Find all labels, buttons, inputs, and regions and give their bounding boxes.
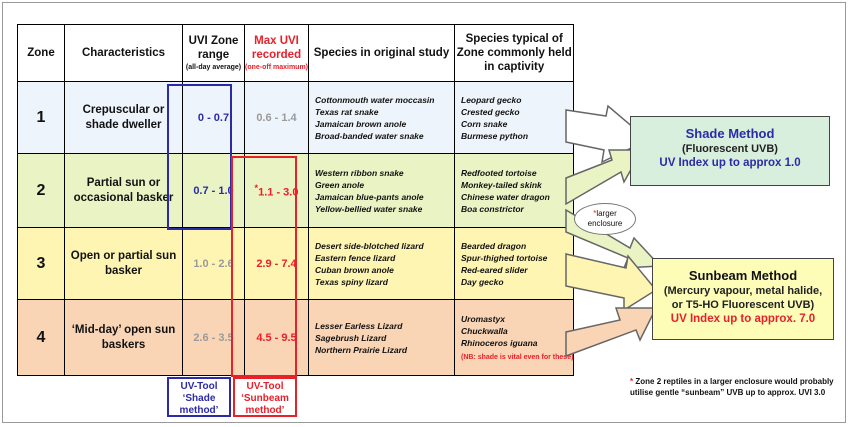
header-max-uvi-label: Max UVI recorded <box>251 35 302 61</box>
zone3-arrow <box>565 253 658 312</box>
shade-tool-label: UV-Tool ‘Shade method’ <box>167 377 231 417</box>
species-study-list: Cottonmouth water moccasin Texas rat sna… <box>308 81 455 154</box>
asterisk-marker: * <box>254 182 259 193</box>
max-uvi: 4.5 - 9.5 <box>244 299 309 376</box>
zone-number: 4 <box>17 299 65 376</box>
footnote-asterisk: * <box>630 377 634 386</box>
header-species-captivity: Species typical of Zone commonly held in… <box>453 24 575 82</box>
captive-item: Corn snake <box>461 118 508 129</box>
header-max-uvi: Max UVI recorded (one-off maximum) <box>244 24 309 82</box>
max-uvi-cell: *1.1 - 3.0 <box>244 153 309 228</box>
species-study-list: Desert side-blotched lizard Eastern fenc… <box>308 227 455 300</box>
max-uvi: 0.6 - 1.4 <box>244 81 309 154</box>
shade-note: (NB: shade is vital even for these) <box>461 354 574 361</box>
species-item: Northern Prairie Lizard <box>315 344 408 355</box>
shade-method-title: Shade Method <box>685 126 775 141</box>
species-item: Broad-banded water snake <box>315 130 424 141</box>
header-max-uvi-sub: (one-off maximum) <box>245 64 308 71</box>
zone4-arrow <box>565 307 658 358</box>
captive-item: Redfooted tortoise <box>461 167 537 178</box>
sunbeam-method-box: Sunbeam Method (Mercury vapour, metal ha… <box>652 258 834 340</box>
captive-item: Monkey-tailed skink <box>461 179 542 190</box>
captive-item: Boa constrictor <box>461 203 524 214</box>
header-row: Zone Characteristics UVI Zone range(all-… <box>17 24 575 82</box>
sunbeam-range-highlight <box>231 156 297 377</box>
footnote: * Zone 2 reptiles in a larger enclosure … <box>630 376 840 398</box>
zone-number: 3 <box>17 227 65 300</box>
species-captive-list: Bearded dragon Spur-thighed tortoise Red… <box>453 227 575 300</box>
captive-item: Bearded dragon <box>461 240 527 251</box>
uvi-range: 1.0 - 2.6 <box>182 227 245 300</box>
zone-row: 1 Crepuscular or shade dweller 0 - 0.7 0… <box>17 81 575 154</box>
captive-item: Rhinoceros iguana <box>461 338 538 348</box>
species-item: Cottonmouth water moccasin <box>315 94 435 105</box>
zone-characteristics: Open or partial sun basker <box>64 227 183 300</box>
species-item: Desert side-blotched lizard <box>315 240 424 251</box>
footnote-text: Zone 2 reptiles in a larger enclosure wo… <box>630 377 834 397</box>
shade-method-box: Shade Method (Fluorescent UVB) UV Index … <box>630 116 830 186</box>
species-item: Jamaican brown anole <box>315 118 407 129</box>
species-item: Texas rat snake <box>315 106 379 117</box>
species-study-list: Western ribbon snake Green anole Jamaica… <box>308 153 455 228</box>
zone-number: 2 <box>17 153 65 228</box>
zone-row: 4 ‘Mid-day’ open sun baskers 2.6 - 3.5 4… <box>17 299 575 376</box>
species-item: Eastern fence lizard <box>315 252 396 263</box>
species-item: Sagebrush Lizard <box>315 332 387 343</box>
max-uvi: 2.9 - 7.4 <box>244 227 309 300</box>
species-item: Western ribbon snake <box>315 167 404 178</box>
species-item: Texas spiny lizard <box>315 276 388 287</box>
header-species-study: Species in original study <box>308 24 455 82</box>
zone-characteristics: Partial sun or occasional basker <box>64 153 183 228</box>
header-uvi-range-sub: (all-day average) <box>185 64 242 71</box>
sunbeam-method-title: Sunbeam Method <box>688 268 798 283</box>
larger-enclosure-label: *larger enclosure <box>574 203 636 235</box>
max-uvi: 1.1 - 3.0 <box>258 186 299 199</box>
sunbeam-method-subtitle: (Mercury vapour, metal halide, or T5-HO … <box>663 285 823 311</box>
sunbeam-tool-label: UV-Tool ‘Sunbeam method’ <box>233 377 297 417</box>
species-item: Green anole <box>315 179 365 190</box>
uvi-range: 0 - 0.7 <box>182 81 245 154</box>
captive-item: Red-eared slider <box>461 264 528 275</box>
species-study-list: Lesser Earless Lizard Sagebrush Lizard N… <box>308 299 455 376</box>
captive-item: Uromastyx <box>461 314 505 324</box>
species-item: Cuban brown anole <box>315 264 394 275</box>
zone-row: 2 Partial sun or occasional basker 0.7 -… <box>17 153 575 228</box>
species-item: Yellow-bellied water snake <box>315 203 423 214</box>
sunbeam-method-uv: UV Index up to approx. 7.0 <box>670 313 816 325</box>
zone-number: 1 <box>17 81 65 154</box>
figure-frame <box>2 2 846 423</box>
captive-item: Spur-thighed tortoise <box>461 252 548 263</box>
captive-item: Day gecko <box>461 276 504 287</box>
captive-item: Leopard gecko <box>461 94 522 105</box>
captive-item: Burmese python <box>461 130 529 141</box>
species-captive-list: Redfooted tortoise Monkey-tailed skink C… <box>453 153 575 228</box>
zone-characteristics: ‘Mid-day’ open sun baskers <box>64 299 183 376</box>
species-item: Jamaican blue-pants anole <box>315 191 424 202</box>
header-uvi-range-label: UVI Zone range <box>188 35 239 61</box>
captive-item: Chuckwalla <box>461 326 508 336</box>
species-captive-list: Uromastyx Chuckwalla Rhinoceros iguana (… <box>453 299 575 376</box>
zone-characteristics: Crepuscular or shade dweller <box>64 81 183 154</box>
shade-method-subtitle: (Fluorescent UVB) <box>682 143 778 155</box>
species-item: Lesser Earless Lizard <box>315 320 403 331</box>
uvi-zone-table: Zone Characteristics UVI Zone range(all-… <box>17 24 575 376</box>
species-captive-list: Leopard gecko Crested gecko Corn snake B… <box>453 81 575 154</box>
enclosure-text: larger enclosure <box>587 209 623 228</box>
zone-row: 3 Open or partial sun basker 1.0 - 2.6 2… <box>17 227 575 300</box>
enclosure-asterisk: * <box>593 209 597 218</box>
shade-method-uv: UV Index up to approx 1.0 <box>659 157 801 169</box>
captive-item: Chinese water dragon <box>461 191 550 202</box>
captive-item: Crested gecko <box>461 106 520 117</box>
